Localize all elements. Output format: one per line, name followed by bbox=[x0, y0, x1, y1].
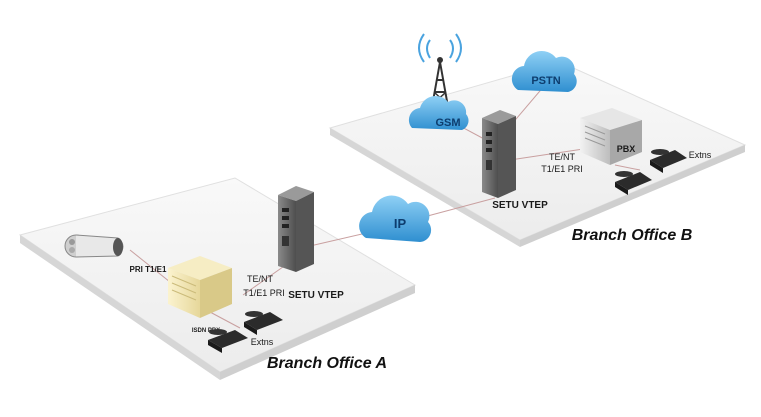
office-a-title: Branch Office A bbox=[267, 355, 387, 372]
ip-label: IP bbox=[394, 216, 407, 231]
office-b-te-nt-label: TE/NT bbox=[549, 152, 576, 162]
office-b-pbx-label: PBX bbox=[617, 144, 636, 154]
office-a-isdn-pbx-label: ISDN PBX bbox=[192, 328, 220, 334]
link-lines bbox=[129, 84, 641, 329]
pstn-label: PSTN bbox=[531, 75, 560, 87]
gsm-label: GSM bbox=[435, 117, 460, 129]
office-a-device-label: SETU VTEP bbox=[288, 290, 344, 301]
office-b-pbx: PBX bbox=[580, 108, 642, 165]
office-b-title: Branch Office B bbox=[572, 227, 693, 244]
office-b-phone-2-icon bbox=[650, 149, 687, 173]
office-a-pri-label: T1/E1 PRI bbox=[243, 288, 285, 298]
office-a-isdn-pbx: ISDN PBX bbox=[168, 256, 232, 334]
pstn-cloud-icon: PSTN bbox=[511, 50, 577, 92]
office-a-te-nt-label: TE/NT bbox=[247, 274, 274, 284]
ip-cloud-icon: IP bbox=[359, 195, 432, 242]
office-b-extns-label: Extns bbox=[689, 150, 712, 160]
office-b-vtep-device: SETU VTEP bbox=[482, 110, 548, 211]
office-b-pri-label: T1/E1 PRI bbox=[541, 164, 583, 174]
office-a-phone-2-icon bbox=[244, 311, 283, 335]
gsm-cloud-icon: GSM bbox=[408, 95, 469, 130]
office-a-pri-t1e1-label: PRI T1/E1 bbox=[130, 265, 167, 274]
cable-bundle-icon bbox=[64, 234, 124, 258]
office-a-vtep-device: SETU VTEP bbox=[278, 186, 344, 301]
office-b-phone-1-icon bbox=[615, 171, 652, 195]
office-b-device-label: SETU VTEP bbox=[492, 200, 548, 211]
office-a-phone-1-icon bbox=[208, 329, 248, 353]
office-a-extns-label: Extns bbox=[251, 337, 274, 347]
